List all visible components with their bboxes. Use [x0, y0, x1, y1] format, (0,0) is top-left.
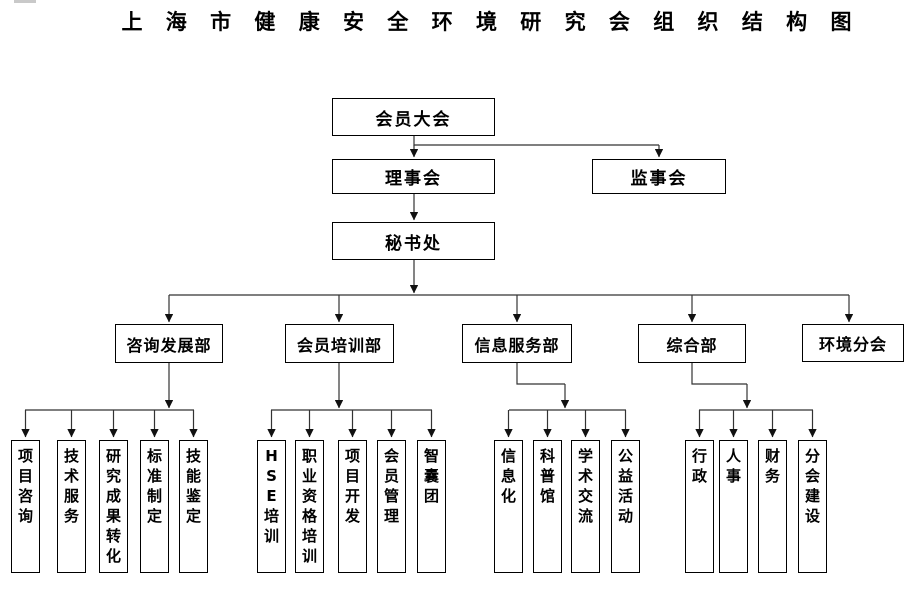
scan-artifact — [14, 0, 36, 3]
child-node-personnel: 人事 — [719, 440, 748, 573]
node-secretariat: 秘书处 — [332, 222, 495, 260]
child-node-skill-appraisal: 技能鉴定 — [179, 440, 208, 573]
child-node-hse-training: HSE培训 — [257, 440, 286, 573]
child-node-label: 项目开发 — [344, 447, 360, 525]
node-supervisory-board: 监事会 — [592, 159, 726, 194]
child-node-label: 研究成果转化 — [105, 447, 121, 565]
child-node-label: 人事 — [725, 447, 741, 485]
child-node-research-transformation: 研究成果转化 — [99, 440, 128, 573]
child-node-science-popularization-hall: 科普馆 — [533, 440, 562, 573]
dept-node-general-affairs: 综合部 — [638, 324, 746, 363]
child-node-label: 智囊团 — [423, 447, 439, 505]
child-node-label: 技术服务 — [63, 447, 79, 525]
dept-node-information-service: 信息服务部 — [462, 324, 572, 363]
child-node-label: HSE培训 — [263, 447, 279, 545]
child-node-informatization: 信息化 — [494, 440, 523, 573]
child-node-vocational-qualification-training: 职业资格培训 — [295, 440, 324, 573]
child-node-label: 技能鉴定 — [185, 447, 201, 525]
child-node-label: 分会建设 — [804, 447, 820, 525]
dept-node-member-training: 会员培训部 — [285, 324, 394, 363]
child-node-project-consulting: 项目咨询 — [11, 440, 40, 573]
child-node-label: 会员管理 — [383, 447, 399, 525]
child-node-standard-setting: 标准制定 — [140, 440, 169, 573]
child-node-project-development: 项目开发 — [338, 440, 367, 573]
child-node-member-management: 会员管理 — [377, 440, 406, 573]
node-member-assembly: 会员大会 — [332, 98, 495, 136]
child-node-think-tank: 智囊团 — [417, 440, 446, 573]
child-node-label: 公益活动 — [617, 447, 633, 525]
dept-node-environment-branch: 环境分会 — [802, 324, 904, 362]
child-node-label: 项目咨询 — [17, 447, 33, 525]
child-node-label: 科普馆 — [539, 447, 555, 505]
page-title: 上 海 市 健 康 安 全 环 境 研 究 会 组 织 结 构 图 — [121, 10, 860, 34]
child-node-branch-building: 分会建设 — [798, 440, 827, 573]
child-node-public-welfare-activities: 公益活动 — [611, 440, 640, 573]
dept-node-consulting-development: 咨询发展部 — [115, 324, 223, 363]
child-node-technical-service: 技术服务 — [57, 440, 86, 573]
child-node-label: 行政 — [691, 447, 707, 485]
child-node-label: 标准制定 — [146, 447, 162, 525]
child-node-label: 信息化 — [500, 447, 516, 505]
child-node-label: 职业资格培训 — [301, 447, 317, 565]
child-node-label: 学术交流 — [577, 447, 593, 525]
child-node-academic-exchange: 学术交流 — [571, 440, 600, 573]
child-node-label: 财务 — [764, 447, 780, 485]
child-node-finance: 财务 — [758, 440, 787, 573]
node-council: 理事会 — [332, 159, 495, 194]
child-node-administration: 行政 — [685, 440, 714, 573]
